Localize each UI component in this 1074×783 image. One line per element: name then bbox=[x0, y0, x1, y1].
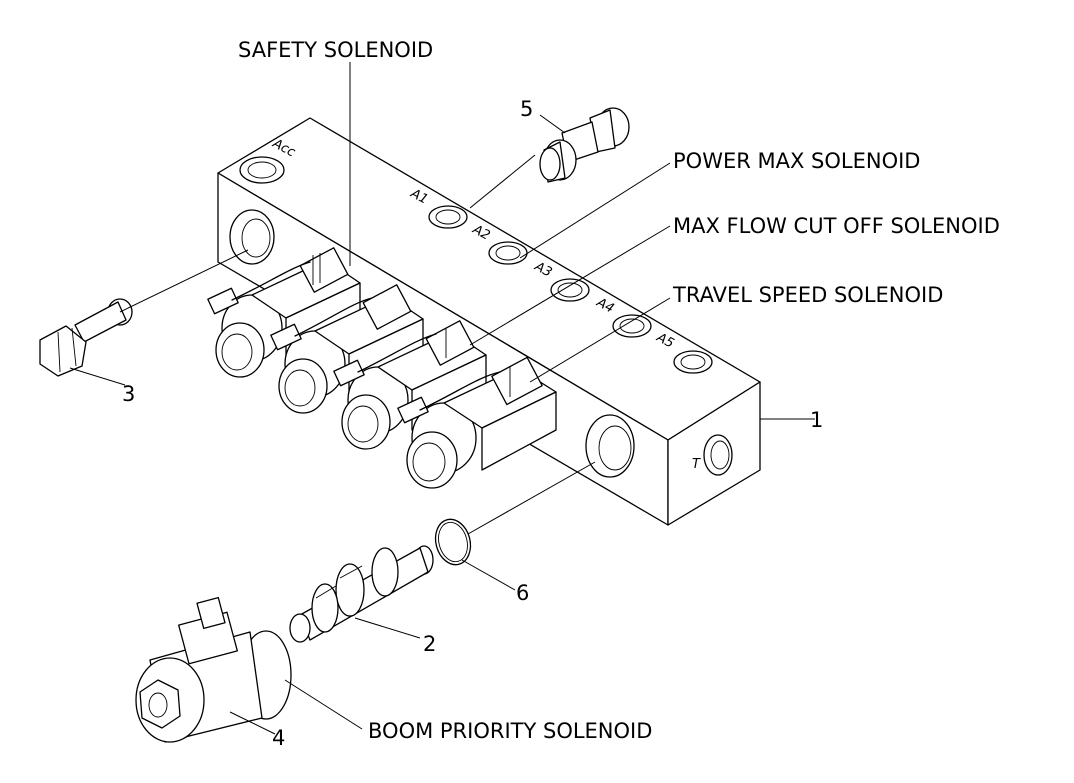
port-a1-hole bbox=[429, 206, 467, 228]
port-a3-hole bbox=[551, 279, 589, 301]
plug-part-3 bbox=[40, 299, 132, 376]
port-a4-hole bbox=[613, 315, 651, 337]
port-a5-hole bbox=[674, 351, 712, 373]
solenoid-valve-2 bbox=[271, 285, 423, 413]
part-number-2: 2 bbox=[423, 632, 436, 656]
side-port-t bbox=[704, 435, 732, 475]
fitting-part-5 bbox=[540, 108, 629, 182]
part-number-4: 4 bbox=[272, 726, 285, 750]
side-port-left bbox=[230, 210, 274, 264]
part-number-6: 6 bbox=[516, 581, 529, 605]
part-number-5: 5 bbox=[520, 97, 533, 121]
wire-harness bbox=[232, 262, 500, 410]
leader-lines bbox=[70, 62, 815, 734]
label-boom-priority-solenoid: BOOM PRIORITY SOLENOID bbox=[368, 719, 652, 743]
label-travel-speed-solenoid: TRAVEL SPEED SOLENOID bbox=[672, 283, 943, 307]
label-max-flow-cut-off-solenoid: MAX FLOW CUT OFF SOLENOID bbox=[673, 214, 1000, 238]
solenoid-valve-4 bbox=[398, 357, 556, 488]
port-a2-hole bbox=[489, 242, 527, 264]
top-ports bbox=[240, 157, 712, 373]
o-ring-part-6 bbox=[431, 515, 476, 568]
port-label-t: T bbox=[692, 457, 701, 472]
coil-part-4 bbox=[136, 598, 291, 742]
spool-part-2 bbox=[290, 546, 433, 642]
label-power-max-solenoid: POWER MAX SOLENOID bbox=[673, 149, 920, 173]
side-port-right bbox=[586, 415, 634, 477]
part-number-3: 3 bbox=[122, 382, 135, 406]
port-acc-hole bbox=[240, 157, 284, 183]
part-number-1: 1 bbox=[810, 408, 823, 432]
label-safety-solenoid: SAFETY SOLENOID bbox=[238, 38, 433, 62]
